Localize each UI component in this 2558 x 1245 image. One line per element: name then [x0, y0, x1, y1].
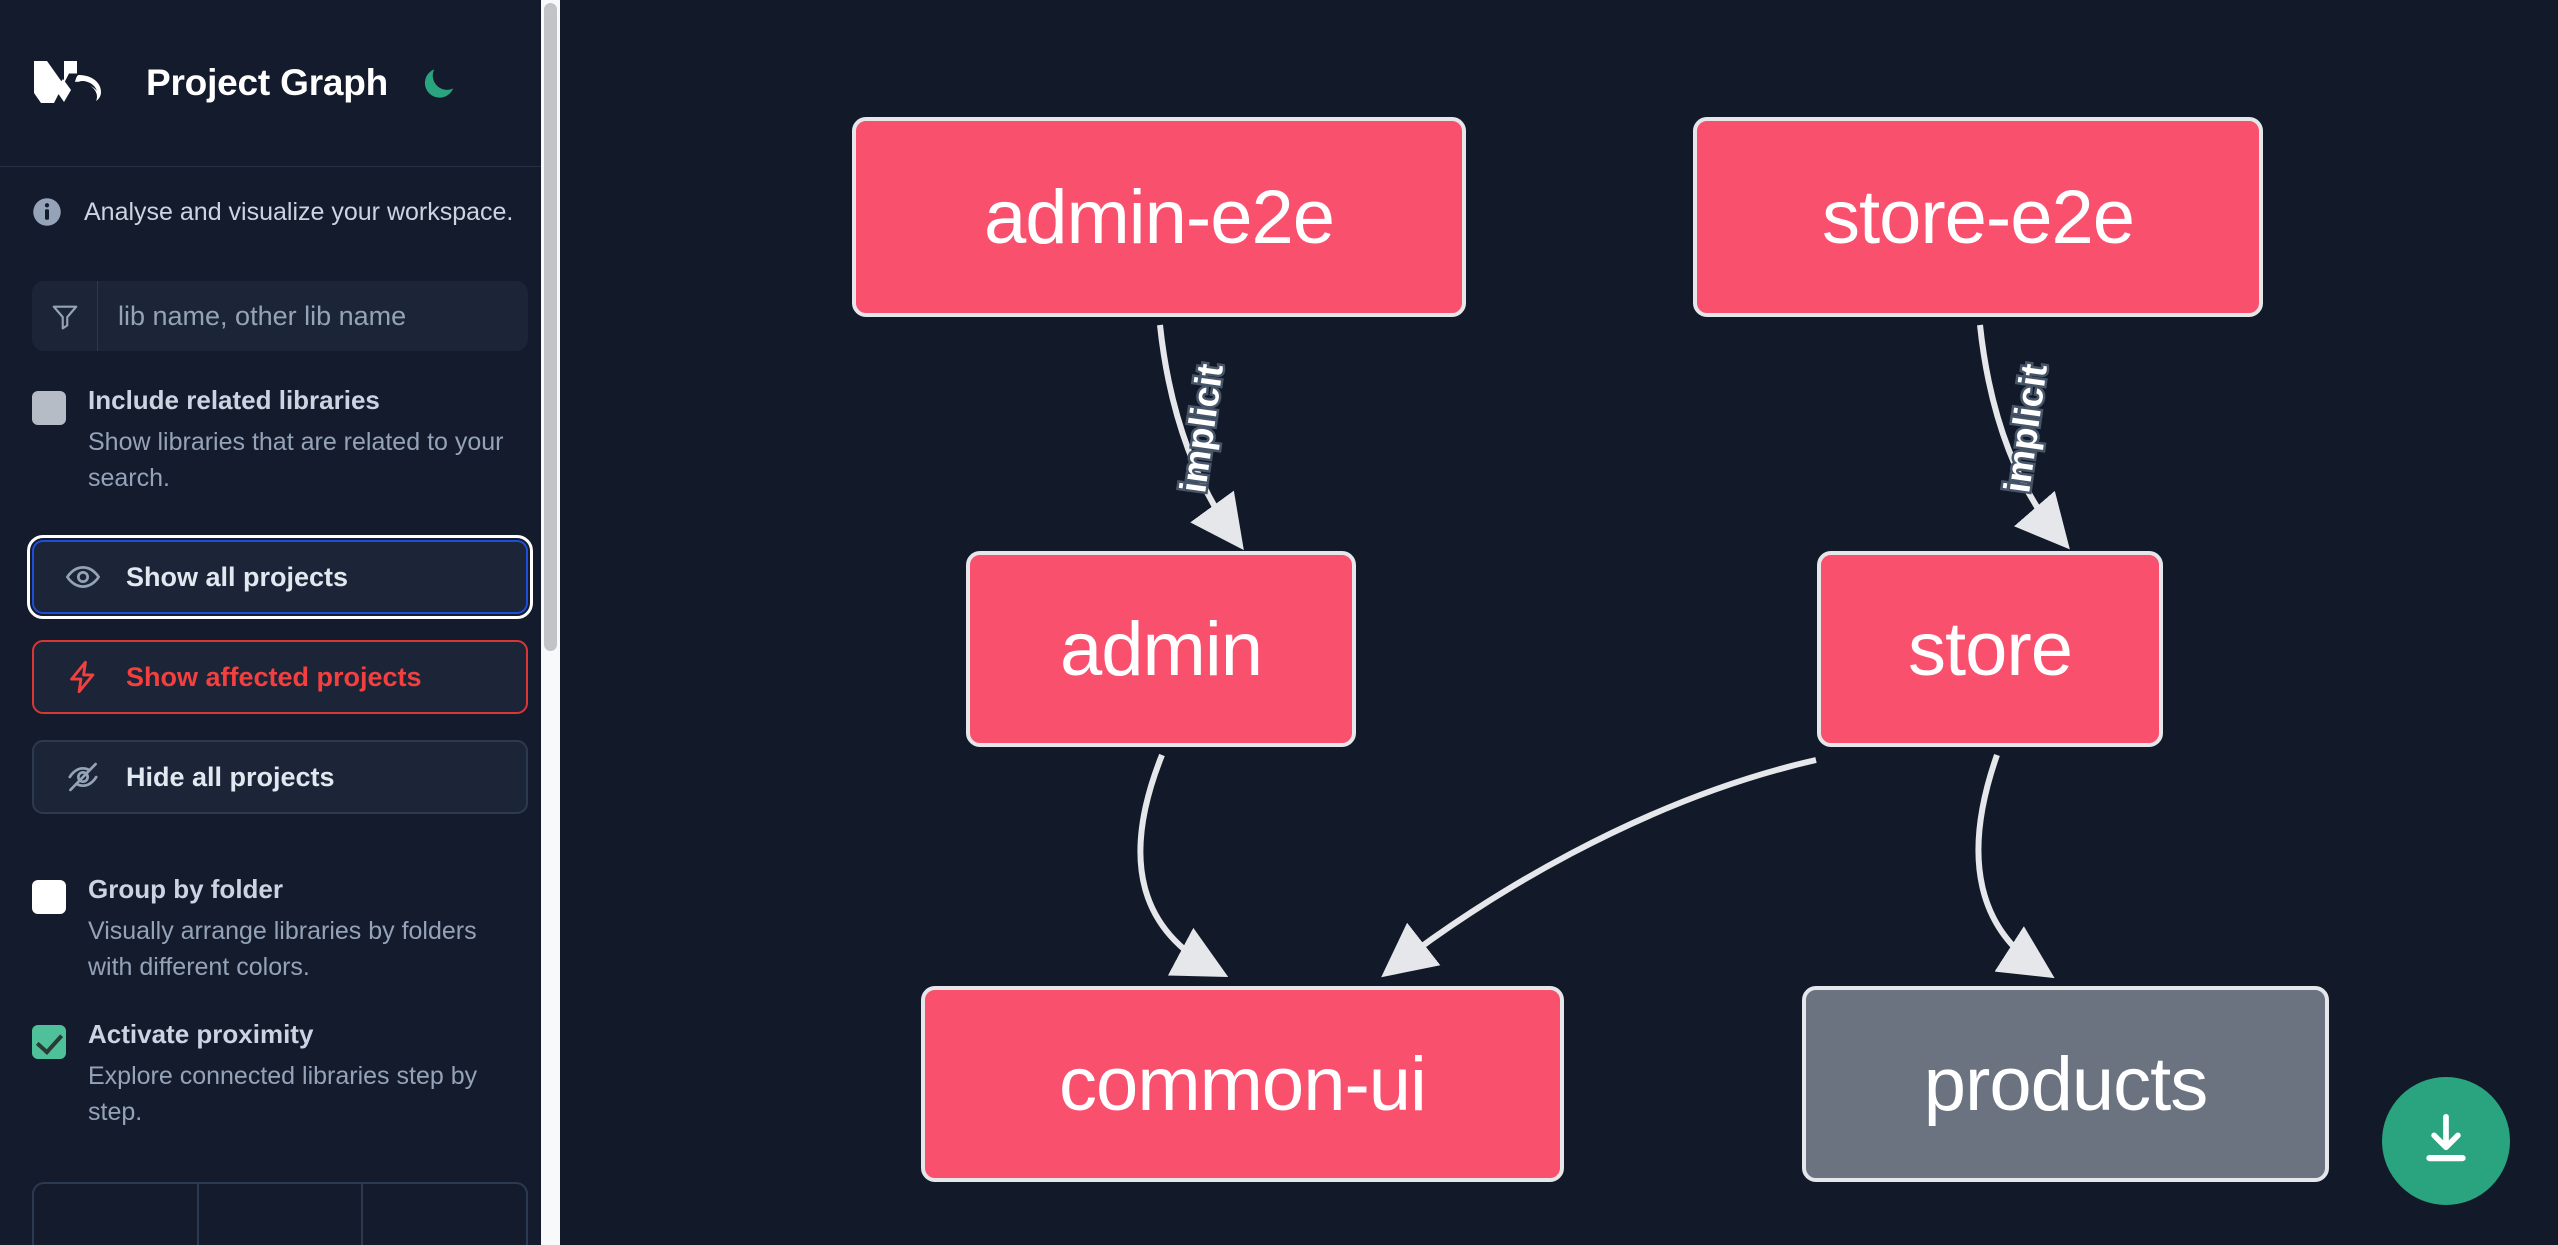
graph-node-admin[interactable]: admin [966, 551, 1356, 747]
show-affected-projects-button[interactable]: Show affected projects [32, 640, 528, 714]
graph-canvas[interactable]: implicit implicit admin-e2e store-e2e ad… [560, 0, 2558, 1245]
node-label: common-ui [1059, 1041, 1427, 1127]
info-text: Analyse and visualize your workspace. [84, 197, 514, 226]
edge-label-admin-e2e-admin: implicit [1170, 359, 1234, 498]
graph-node-common-ui[interactable]: common-ui [921, 986, 1564, 1182]
activate-proximity-checkbox[interactable] [32, 1025, 66, 1059]
segment-3[interactable] [363, 1184, 526, 1245]
node-label: admin [1060, 606, 1263, 692]
edge-label-text: implicit [1172, 361, 1231, 495]
option-label: Group by folder [88, 874, 283, 904]
eye-off-icon [64, 758, 102, 796]
search-box[interactable] [32, 281, 528, 351]
option-group-by-folder[interactable]: Group by folder Visually arrange librari… [0, 840, 560, 985]
edge-admin-common-ui [1137, 753, 1229, 978]
segment-2[interactable] [199, 1184, 364, 1245]
segmented-control[interactable] [32, 1182, 528, 1245]
node-label: admin-e2e [983, 174, 1335, 260]
edge-store-products [1975, 754, 2055, 979]
button-label: Show affected projects [126, 661, 422, 692]
edge-label-store-e2e-store: implicit [1994, 359, 2058, 498]
edge-label-text: implicit [1996, 361, 2055, 495]
page-title: Project Graph [146, 62, 389, 103]
graph-node-store-e2e[interactable]: store-e2e [1693, 117, 2263, 317]
node-label: store [1908, 606, 2073, 692]
filter-funnel-icon [32, 281, 98, 351]
group-by-folder-checkbox[interactable] [32, 880, 66, 914]
lightning-icon [64, 658, 102, 696]
edge-store-e2e-store [1977, 324, 2070, 550]
sidebar: Project Graph Analyse and visualize your… [0, 0, 560, 1245]
sidebar-header: Project Graph [0, 0, 560, 167]
sidebar-scrollbar-thumb[interactable] [544, 3, 557, 651]
option-include-related-libraries[interactable]: Include related libraries Show libraries… [0, 351, 560, 496]
edge-store-common-ui [1381, 757, 1817, 978]
option-activate-proximity[interactable]: Activate proximity Explore connected lib… [0, 985, 560, 1130]
node-label: store-e2e [1821, 174, 2135, 260]
graph-node-admin-e2e[interactable]: admin-e2e [852, 117, 1466, 317]
option-description: Explore connected libraries step by step… [88, 1062, 478, 1126]
download-graph-button[interactable] [2382, 1077, 2510, 1205]
option-label: Activate proximity [88, 1019, 314, 1049]
visibility-button-group: Show all projects Show affected projects [0, 496, 560, 814]
segment-1[interactable] [34, 1184, 199, 1245]
button-label: Show all projects [126, 561, 349, 592]
option-description: Show libraries that are related to your … [88, 428, 504, 492]
graph-edges: implicit implicit [1137, 324, 2070, 979]
nx-logo-icon [32, 57, 120, 109]
graph-node-store[interactable]: store [1817, 551, 2163, 747]
option-label: Include related libraries [88, 385, 380, 415]
download-icon [2415, 1108, 2477, 1175]
info-circle-icon [32, 197, 62, 227]
include-related-libraries-checkbox[interactable] [32, 391, 66, 425]
show-all-projects-button[interactable]: Show all projects [27, 535, 533, 619]
workspace-info: Analyse and visualize your workspace. [0, 167, 560, 229]
graph-node-products[interactable]: products [1802, 986, 2329, 1182]
option-description: Visually arrange libraries by folders wi… [88, 917, 477, 981]
eye-icon [64, 558, 102, 596]
edge-admin-e2e-admin [1157, 324, 1244, 551]
sidebar-scrollbar[interactable] [541, 0, 560, 1245]
moon-icon[interactable] [418, 62, 460, 104]
node-label: products [1923, 1041, 2208, 1127]
search-input[interactable] [98, 281, 528, 351]
button-label: Hide all projects [126, 761, 335, 792]
hide-all-projects-button[interactable]: Hide all projects [32, 740, 528, 814]
